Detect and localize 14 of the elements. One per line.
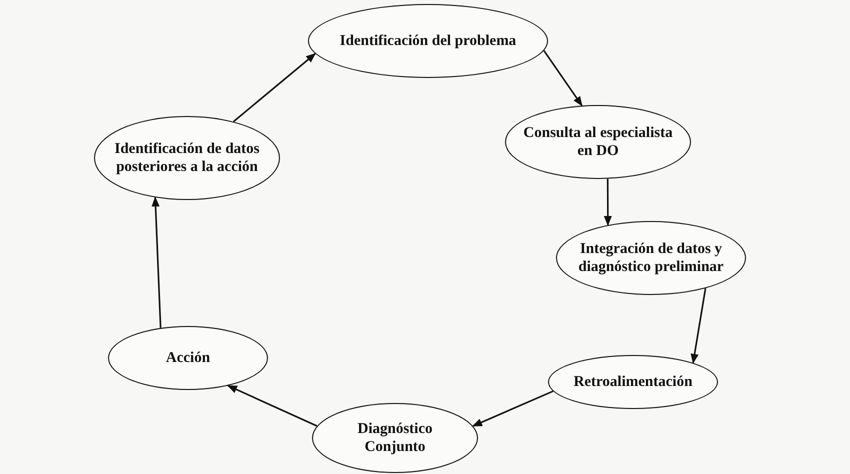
- arrow: [227, 384, 318, 427]
- arrow: [232, 53, 316, 122]
- arrow: [152, 196, 162, 328]
- node-label: Consulta al especialista en DO: [522, 124, 674, 160]
- node-label: Integración de datos y diagnóstico preliminar: [577, 240, 725, 276]
- arrow: [543, 50, 583, 106]
- arrow: [472, 390, 554, 427]
- arrow: [604, 178, 612, 226]
- node-label: Retroalimentación: [572, 373, 694, 391]
- node-label: Acción: [164, 349, 212, 367]
- node-label: Diagnóstico Conjunto: [356, 420, 434, 456]
- node-label: Identificación del problema: [338, 32, 518, 50]
- node-label: Identificación de datos posteriores a la acción: [113, 140, 260, 176]
- arrow: [690, 288, 706, 364]
